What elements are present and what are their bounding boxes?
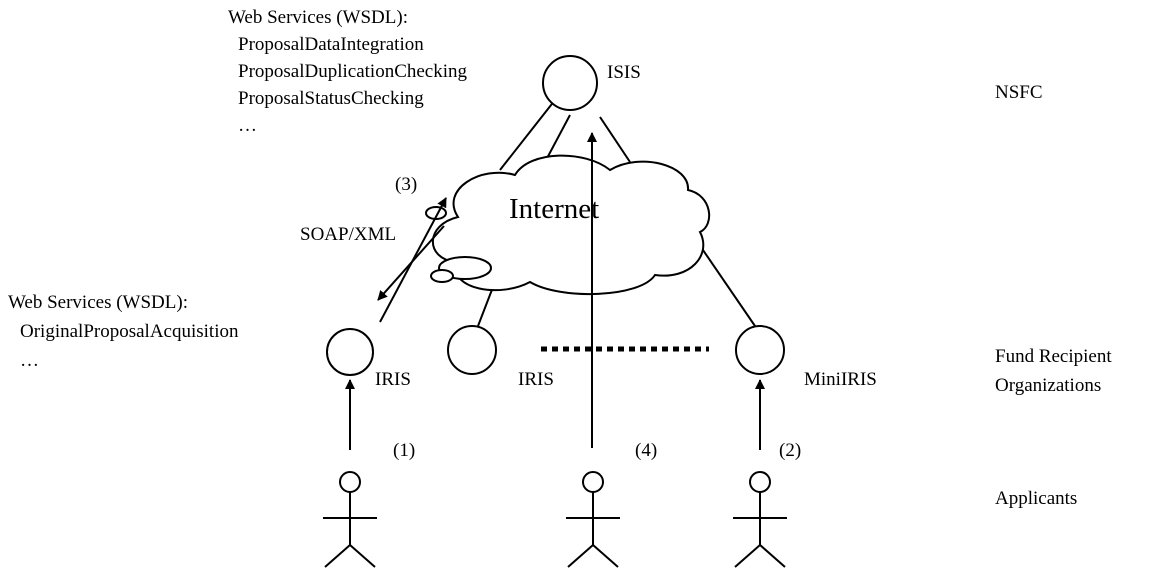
ws-top-item: ProposalDataIntegration xyxy=(238,34,424,55)
iris-mid-label: IRIS xyxy=(518,369,554,390)
isis-node xyxy=(542,55,598,111)
ws-left-item: … xyxy=(20,350,39,371)
internet-label: Internet xyxy=(509,193,599,225)
miniiris-node xyxy=(735,325,785,375)
step-4-label: (4) xyxy=(635,440,657,461)
ws-top-item: ProposalStatusChecking xyxy=(238,88,424,109)
nsfc-level-label: NSFC xyxy=(995,82,1043,103)
organizations-label: Organizations xyxy=(995,375,1101,396)
soap-xml-exchange xyxy=(377,197,447,323)
isis-connections xyxy=(499,99,631,171)
iris-left-node xyxy=(326,328,374,376)
ws-top-item: … xyxy=(238,115,257,136)
applicant-figure xyxy=(566,471,620,568)
step-3-label: (3) xyxy=(395,174,417,195)
ws-top-block: Web Services (WSDL): ProposalDataIntegra… xyxy=(228,7,468,136)
ws-left-heading: Web Services (WSDL): xyxy=(8,292,188,313)
iris-left-label: IRIS xyxy=(375,369,411,390)
applicant-figure xyxy=(733,471,787,568)
applicant-figure xyxy=(323,471,377,568)
ws-top-item: ProposalDuplicationChecking xyxy=(238,61,468,82)
fund-recipient-label: Fund Recipient xyxy=(995,346,1112,367)
isis-label: ISIS xyxy=(607,62,641,83)
ws-left-block: Web Services (WSDL): OriginalProposalAcq… xyxy=(8,292,239,371)
soap-xml-label: SOAP/XML xyxy=(300,224,396,245)
ws-top-heading: Web Services (WSDL): xyxy=(228,7,408,28)
internet-cloud: Internet xyxy=(425,154,711,296)
iris-mid-node xyxy=(447,325,497,375)
ws-left-item: OriginalProposalAcquisition xyxy=(20,321,239,342)
step-2-label: (2) xyxy=(779,440,801,461)
applicants-level-label: Applicants xyxy=(995,488,1077,509)
miniiris-label: MiniIRIS xyxy=(804,369,877,390)
step-1-label: (1) xyxy=(393,440,415,461)
